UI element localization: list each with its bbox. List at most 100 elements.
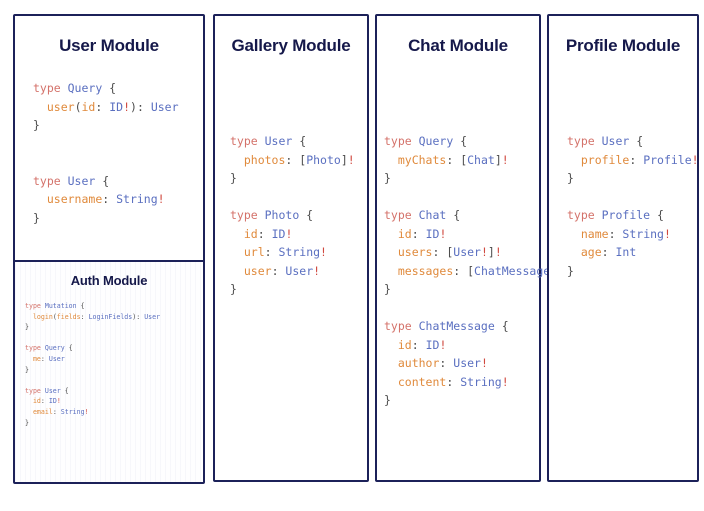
code-token: [25, 397, 33, 405]
code-token: type: [230, 134, 265, 148]
code-token: :: [453, 263, 468, 278]
card-user-module[interactable]: User Module type Query { user(id: ID!): …: [13, 14, 205, 484]
code-auth-module: type Mutation { login(fields: LoginField…: [25, 301, 160, 428]
code-token: }: [25, 323, 29, 332]
code-token: messages: [397, 263, 454, 278]
code-token: user: [46, 99, 75, 114]
code-token: {: [76, 302, 85, 310]
code-line: type ChatMessage {: [384, 317, 564, 336]
code-block: type Mutation { login(fields: LoginField…: [25, 301, 160, 333]
code-token: :: [285, 152, 300, 167]
code-token: User: [67, 173, 96, 188]
code-line: user: User!: [230, 262, 355, 281]
card-title-profile-module: Profile Module: [565, 36, 681, 55]
code-token: }: [567, 263, 574, 278]
code-token: {: [95, 173, 110, 188]
code-token: email: [32, 407, 53, 416]
code-token: username: [46, 192, 103, 206]
code-token: user: [243, 263, 272, 278]
code-token: !: [439, 226, 447, 241]
code-line: }: [230, 280, 355, 299]
code-token: !: [691, 152, 699, 167]
code-line: username: String!: [33, 190, 179, 209]
card-auth-module[interactable]: Auth Module type Mutation { login(fields…: [13, 260, 205, 484]
code-token: photos: [243, 152, 286, 167]
code-token: type: [384, 319, 419, 333]
code-token: [25, 313, 33, 321]
code-block: type Photo { id: ID! url: String! user: …: [230, 206, 355, 299]
code-line: email: String!: [25, 407, 160, 418]
code-token: :: [608, 226, 623, 241]
code-blank-line: [33, 135, 179, 154]
code-line: id: ID!: [230, 225, 355, 244]
code-token: login: [32, 312, 53, 321]
code-line: }: [25, 322, 160, 333]
code-token: [230, 227, 244, 241]
code-line: type Query {: [384, 132, 564, 151]
code-token: User: [453, 245, 481, 259]
code-token: [384, 227, 398, 241]
code-token: type: [567, 134, 602, 148]
card-profile-module[interactable]: Profile Module type User { profile: Prof…: [547, 14, 699, 482]
code-line: }: [25, 365, 160, 376]
code-line: messages: [ChatMessage]!: [384, 262, 564, 281]
code-token: :: [80, 312, 89, 321]
code-line: type Query {: [25, 343, 160, 354]
code-token: }: [230, 282, 237, 296]
card-gallery-module[interactable]: Gallery Module type User { photos: [Phot…: [213, 14, 369, 482]
code-token: [230, 245, 244, 259]
code-token: [33, 100, 47, 114]
code-line: me: User: [25, 354, 160, 365]
code-token: !: [56, 397, 61, 406]
code-token: }: [567, 171, 574, 185]
code-line: type User {: [567, 132, 699, 151]
code-token: User: [150, 99, 179, 114]
code-token: Profile: [601, 208, 651, 222]
code-token: type: [25, 386, 45, 395]
code-token: !: [439, 337, 447, 352]
code-blank-line: [567, 188, 699, 207]
card-title-user-module: User Module: [59, 36, 159, 55]
code-token: User: [601, 134, 630, 148]
code-token: !: [480, 356, 488, 370]
code-token: :: [446, 152, 461, 167]
code-token: [: [446, 245, 454, 259]
code-block: type Query { myChats: [Chat]!}: [384, 132, 564, 188]
code-token: :: [601, 245, 616, 259]
code-token: id: [397, 337, 412, 352]
code-token: myChats: [397, 152, 447, 167]
code-block: type User { photos: [Photo]!}: [230, 132, 355, 188]
code-token: ]: [487, 245, 495, 259]
code-token: id: [397, 226, 412, 241]
code-token: !: [501, 374, 509, 389]
code-block: type Chat { id: ID! users: [User!]! mess…: [384, 206, 564, 299]
code-token: profile: [580, 152, 630, 167]
code-token: {: [446, 208, 461, 222]
code-line: type Mutation {: [25, 301, 160, 312]
code-token: }: [384, 171, 391, 185]
code-token: }: [33, 118, 40, 132]
code-token: }: [25, 418, 29, 427]
code-line: }: [567, 169, 699, 188]
code-blank-line: [33, 153, 179, 172]
code-token: }: [384, 282, 391, 296]
card-title-auth-module: Auth Module: [70, 273, 148, 288]
code-profile-module: type User { profile: Profile!} type Prof…: [567, 132, 699, 280]
code-line: }: [384, 280, 564, 299]
code-token: ID: [109, 99, 124, 114]
code-token: type: [384, 208, 419, 222]
code-user-module: type Query { user(id: ID!): User} type U…: [33, 79, 179, 227]
code-token: :: [52, 407, 61, 416]
code-line: }: [384, 169, 564, 188]
code-token: {: [494, 319, 509, 333]
code-block: type Query { user(id: ID!): User}: [33, 79, 179, 135]
code-token: Chat: [467, 152, 495, 167]
code-line: login(fields: LoginFields): User: [25, 312, 160, 323]
card-chat-module[interactable]: Chat Module type Query { myChats: [Chat]…: [375, 14, 564, 482]
code-token: [384, 264, 398, 278]
code-token: {: [299, 208, 314, 222]
code-token: [384, 153, 398, 167]
code-line: users: [User!]!: [384, 243, 564, 262]
code-line: type Query {: [33, 79, 179, 98]
